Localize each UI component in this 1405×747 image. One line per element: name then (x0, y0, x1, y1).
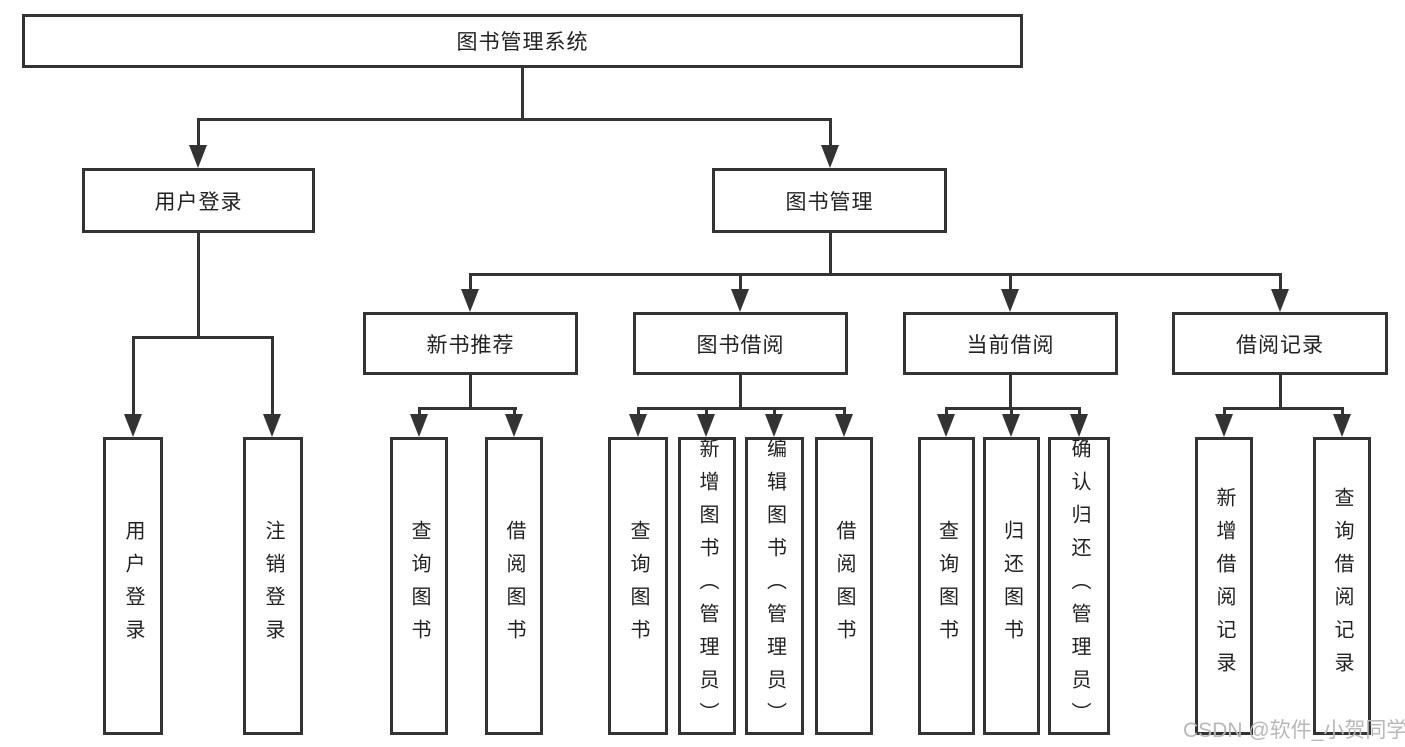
connector-newbook-stub-1 (418, 407, 421, 414)
connector-bookmgmt-stub-3 (1009, 273, 1012, 289)
arrow-down-icon (263, 414, 281, 437)
connector-root-stub-right (829, 118, 832, 145)
connector-userlogin-stub-2 (271, 336, 274, 414)
connector-borrow-stub-3 (773, 407, 776, 414)
connector-borrow-vline (739, 375, 742, 407)
connector-newbook-stub-2 (513, 407, 516, 414)
leaf-borrow-add-books-admin-label: 新增图书（管理员） (696, 437, 718, 735)
arrow-down-icon (697, 414, 715, 437)
arrow-down-icon (731, 289, 749, 312)
node-book-borrow-label: 图书借阅 (696, 333, 785, 357)
node-book-management-label: 图书管理 (785, 190, 874, 214)
connector-userlogin-vline (197, 233, 200, 336)
leaf-user-login: 用户登录 (103, 437, 163, 735)
arrow-down-icon (821, 145, 839, 168)
connector-bookmgmt-vline (829, 233, 832, 273)
connector-root-stub-left (197, 118, 200, 145)
leaf-borrow-borrow-books: 借阅图书 (815, 437, 873, 735)
connector-current-stub-1 (945, 407, 948, 414)
leaf-current-query-books: 查询图书 (918, 437, 975, 735)
leaf-current-confirm-return-admin: 确认归还（管理员） (1048, 437, 1110, 735)
node-book-management: 图书管理 (712, 168, 947, 233)
node-borrow-records-label: 借阅记录 (1236, 333, 1324, 357)
connector-borrow-hline (637, 407, 846, 410)
leaf-records-query-record-label: 查询借阅记录 (1331, 487, 1353, 685)
connector-current-stub-2 (1010, 407, 1013, 414)
arrow-down-icon (1001, 289, 1019, 312)
connector-records-vline (1279, 375, 1282, 407)
leaf-newbook-borrow-books: 借阅图书 (485, 437, 543, 735)
node-user-login-label: 用户登录 (154, 190, 243, 214)
csdn-watermark: CSDN @软件_小贺同学 (1183, 719, 1405, 742)
connector-root-vline (521, 68, 524, 118)
node-library-system-label: 图书管理系统 (456, 31, 589, 54)
leaf-records-query-record: 查询借阅记录 (1313, 437, 1371, 735)
leaf-borrow-query-books: 查询图书 (608, 437, 668, 735)
leaf-newbook-borrow-books-label: 借阅图书 (503, 520, 525, 652)
arrow-down-icon (189, 145, 207, 168)
leaf-newbook-query-books-label: 查询图书 (408, 520, 430, 652)
leaf-user-login-label: 用户登录 (122, 520, 144, 652)
arrow-down-icon (1271, 289, 1289, 312)
arrow-down-icon (1215, 414, 1233, 437)
arrow-down-icon (124, 414, 142, 437)
arrow-down-icon (1333, 414, 1351, 437)
node-new-book-recommend: 新书推荐 (363, 312, 578, 375)
node-current-borrow: 当前借阅 (903, 312, 1118, 375)
connector-borrow-stub-1 (637, 407, 640, 414)
connector-root-hline (197, 118, 832, 121)
arrow-down-icon (765, 414, 783, 437)
leaf-borrow-edit-books-admin: 编辑图书（管理员） (745, 437, 804, 735)
arrow-down-icon (937, 414, 955, 437)
connector-current-hline (945, 407, 1081, 410)
connector-userlogin-hline (132, 336, 274, 339)
node-library-system: 图书管理系统 (22, 14, 1023, 68)
connector-userlogin-stub-1 (132, 336, 135, 414)
leaf-current-return-books-label: 归还图书 (1000, 520, 1023, 652)
connector-bookmgmt-stub-4 (1279, 273, 1282, 289)
leaf-newbook-query-books: 查询图书 (390, 437, 448, 735)
node-borrow-records: 借阅记录 (1172, 312, 1388, 375)
leaf-logout: 注销登录 (243, 437, 303, 735)
node-user-login: 用户登录 (82, 168, 315, 233)
connector-newbook-vline (469, 375, 472, 407)
connector-newbook-hline (418, 407, 517, 410)
leaf-borrow-borrow-books-label: 借阅图书 (833, 520, 855, 652)
leaf-current-confirm-return-admin-label: 确认归还（管理员） (1068, 437, 1090, 735)
arrow-down-icon (410, 414, 428, 437)
connector-borrow-stub-4 (843, 407, 846, 414)
connector-bookmgmt-stub-1 (469, 273, 472, 289)
connector-bookmgmt-stub-2 (739, 273, 742, 289)
node-new-book-recommend-label: 新书推荐 (426, 333, 515, 357)
arrow-down-icon (835, 414, 853, 437)
leaf-borrow-query-books-label: 查询图书 (627, 520, 649, 652)
leaf-logout-label: 注销登录 (262, 520, 284, 652)
connector-records-hline (1223, 407, 1344, 410)
connector-borrow-stub-2 (705, 407, 708, 414)
arrow-down-icon (505, 414, 523, 437)
leaf-current-query-books-label: 查询图书 (935, 520, 958, 652)
connector-current-vline (1009, 375, 1012, 407)
leaf-borrow-add-books-admin: 新增图书（管理员） (678, 437, 736, 735)
connector-records-stub-1 (1223, 407, 1226, 414)
connector-records-stub-2 (1341, 407, 1344, 414)
leaf-records-add-record: 新增借阅记录 (1195, 437, 1253, 735)
leaf-current-return-books: 归还图书 (983, 437, 1040, 735)
arrow-down-icon (1070, 414, 1088, 437)
node-current-borrow-label: 当前借阅 (966, 333, 1055, 357)
connector-current-stub-3 (1078, 407, 1081, 414)
node-book-borrow: 图书借阅 (633, 312, 848, 375)
connector-bookmgmt-hline (469, 273, 1282, 276)
arrow-down-icon (1002, 414, 1020, 437)
leaf-borrow-edit-books-admin-label: 编辑图书（管理员） (763, 437, 786, 735)
arrow-down-icon (629, 414, 647, 437)
arrow-down-icon (461, 289, 479, 312)
leaf-records-add-record-label: 新增借阅记录 (1213, 487, 1235, 685)
